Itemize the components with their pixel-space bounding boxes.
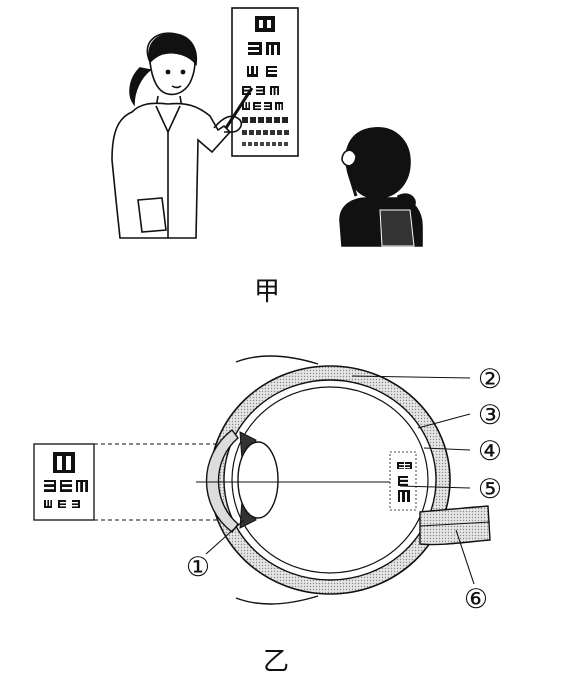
e-optotype-row-1 xyxy=(255,16,275,32)
doctor-figure xyxy=(111,32,254,239)
eye-chart-wall xyxy=(231,7,299,157)
label-1: ① xyxy=(186,552,210,583)
optic-nerve xyxy=(419,505,491,546)
lens xyxy=(237,441,279,519)
figure-jia: 甲 xyxy=(111,7,423,307)
caption-jia: 甲 xyxy=(254,277,280,307)
figure-yi: ① ② ③ ④ ⑤ ⑥ 乙 xyxy=(33,355,502,677)
label-5: ⑤ xyxy=(478,474,502,505)
label-2: ② xyxy=(478,364,502,395)
e-optotype-row-5 xyxy=(242,102,283,110)
child-figure xyxy=(339,127,423,247)
label-6: ⑥ xyxy=(464,584,488,615)
eye-chart-small xyxy=(33,443,95,521)
e-optotype-row-8 xyxy=(242,142,288,146)
caption-yi: 乙 xyxy=(263,647,289,677)
label-3: ③ xyxy=(478,400,502,431)
label-4: ④ xyxy=(478,436,502,467)
e-optotype-row-6 xyxy=(242,117,288,123)
retina-image xyxy=(389,451,417,511)
e-optotype-row-7 xyxy=(242,130,289,135)
eyeball-cross-section xyxy=(196,355,491,605)
e-optotype-row-3 xyxy=(247,66,277,77)
e-optotype-row-2 xyxy=(248,42,280,55)
leader-lines xyxy=(205,375,475,585)
